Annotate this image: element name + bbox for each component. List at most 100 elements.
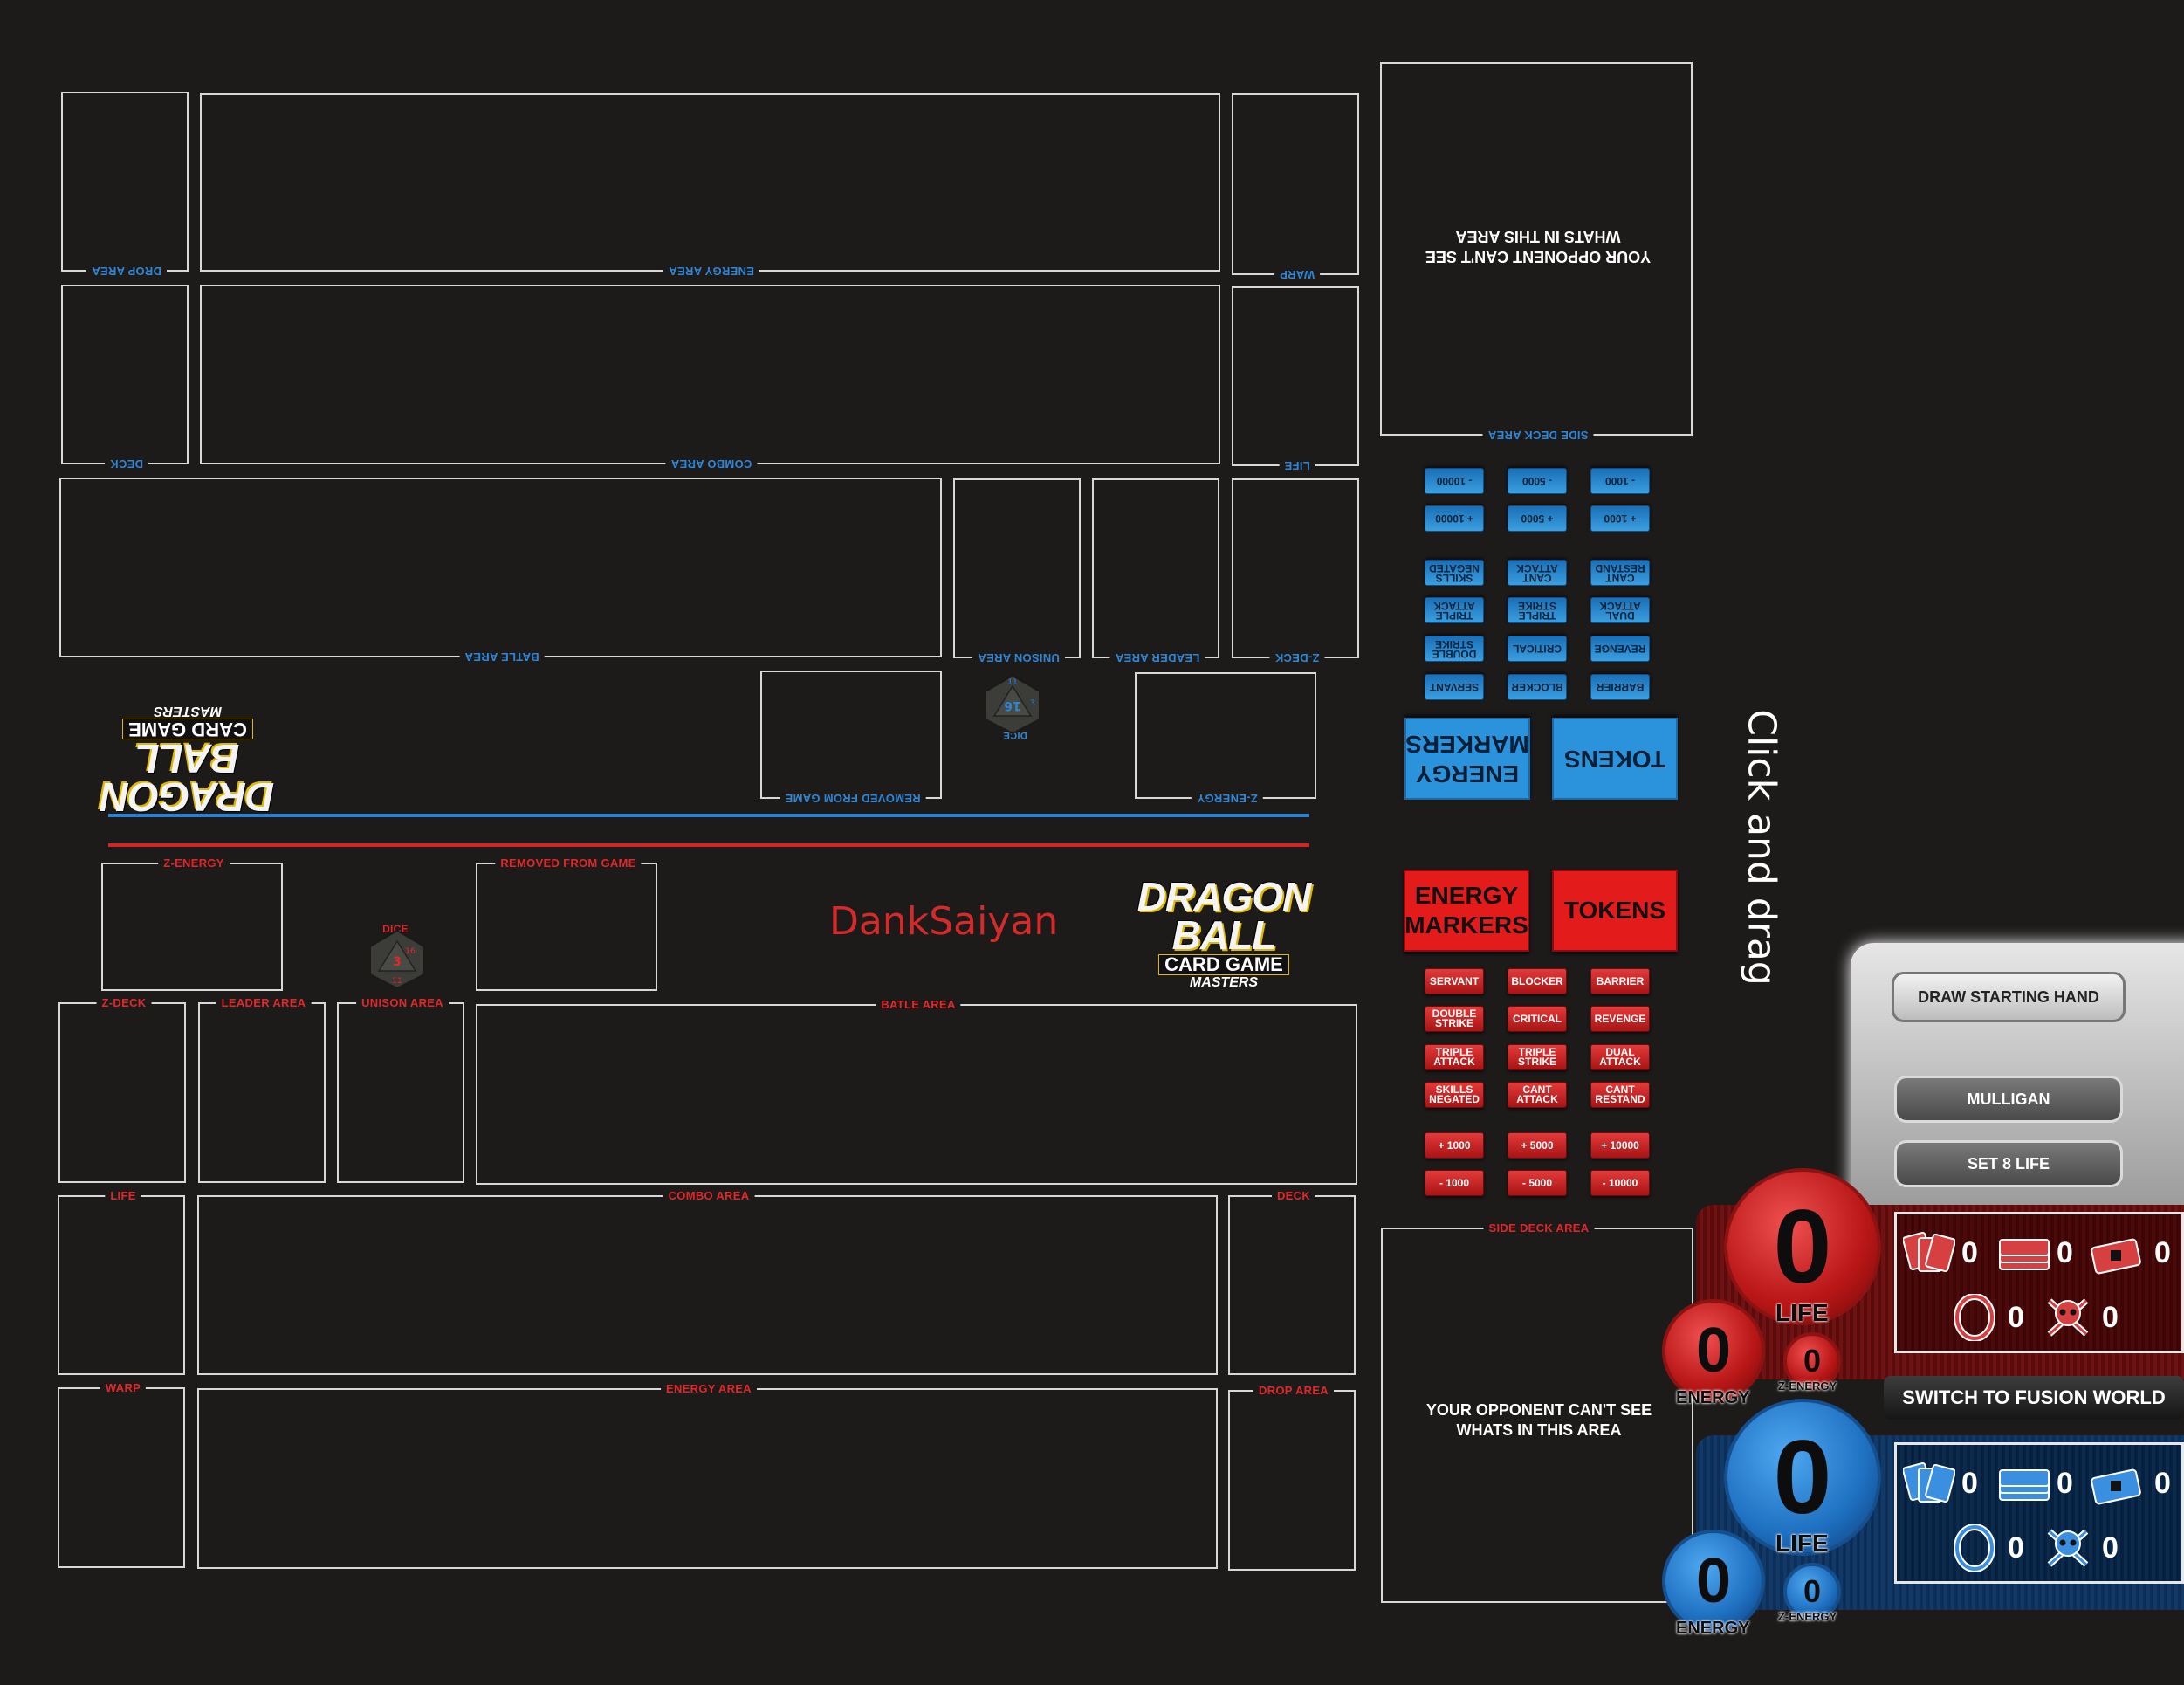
opp-marker-minus-10000[interactable]: - 10000 — [1425, 468, 1484, 494]
opp-marker-minus-1000[interactable]: - 1000 — [1590, 468, 1650, 494]
opp-tokens-button[interactable]: TOKENS — [1552, 718, 1678, 800]
player-marker-dual-attack[interactable]: DUAL ATTACK — [1590, 1044, 1650, 1070]
player-hidden-note: YOUR OPPONENT CAN'T SEE WHATS IN THIS AR… — [1425, 1401, 1652, 1439]
opp-marker-critical[interactable]: CRITICAL — [1508, 636, 1567, 662]
opp-removed-from-game-label: REMOVED FROM GAME — [780, 792, 926, 805]
player-tokens-button[interactable]: TOKENS — [1552, 870, 1678, 952]
player-side-deck-label: SIDE DECK AREA — [1483, 1222, 1595, 1235]
set-8-life-button[interactable]: SET 8 LIFE — [1894, 1140, 2123, 1187]
player-life[interactable]: LIFE — [58, 1190, 185, 1375]
player-z-energy[interactable]: Z-ENERGY — [101, 857, 283, 991]
blue-energy-counter[interactable]: 0 — [1662, 1530, 1765, 1633]
player-dice-area[interactable]: DICE — [367, 923, 424, 991]
d20-dice-icon[interactable]: 3 16 11 — [367, 929, 428, 990]
player-marker-skills-negated[interactable]: SKILLS NEGATED — [1425, 1082, 1484, 1108]
blue-z-energy-counter[interactable]: 0 — [1783, 1563, 1841, 1620]
player-marker-servant[interactable]: SERVANT — [1425, 968, 1484, 994]
opp-marker-dual-attack[interactable]: DUAL ATTACK — [1590, 597, 1650, 623]
draw-starting-hand-button[interactable]: DRAW STARTING HAND — [1892, 972, 2126, 1022]
opp-removed-from-game[interactable]: REMOVED FROM GAME — [760, 671, 942, 805]
player-removed-from-game-label: REMOVED FROM GAME — [495, 857, 642, 870]
player-marker-blocker[interactable]: BLOCKER — [1508, 968, 1567, 994]
opp-energy-markers-button[interactable]: ENERGY MARKERS — [1404, 718, 1530, 800]
deck-icon — [1999, 1469, 2050, 1501]
skull-icon — [2047, 1529, 2089, 1567]
red-life-label: LIFE — [1775, 1299, 1829, 1326]
opp-marker-triple-attack[interactable]: TRIPLE ATTACK — [1425, 597, 1484, 623]
opp-drop-area[interactable]: DROP AREA — [61, 92, 189, 278]
red-energy-counter[interactable]: 0 — [1662, 1299, 1765, 1402]
player-combo-area[interactable]: COMBO AREA — [197, 1190, 1218, 1375]
opp-life[interactable]: LIFE — [1232, 286, 1359, 472]
player-unison-area[interactable]: UNISON AREA — [337, 997, 464, 1183]
opp-side-deck-label: SIDE DECK AREA — [1482, 429, 1594, 442]
opp-deck[interactable]: DECK — [61, 285, 189, 471]
blue-drop-count: 0 — [2102, 1531, 2119, 1565]
opp-marker-minus-5000[interactable]: - 5000 — [1508, 468, 1567, 494]
opp-marker-triple-strike[interactable]: TRIPLE STRIKE — [1508, 597, 1567, 623]
player-marker-minus-10000[interactable]: - 10000 — [1590, 1170, 1650, 1196]
opp-marker-plus-10000[interactable]: + 10000 — [1425, 506, 1484, 532]
player-marker-minus-1000[interactable]: - 1000 — [1425, 1170, 1484, 1196]
player-marker-cant-restand[interactable]: CANT RESTAND — [1590, 1082, 1650, 1108]
player-deck[interactable]: DECK — [1228, 1190, 1356, 1375]
player-drop-area-label: DROP AREA — [1253, 1385, 1334, 1397]
blue-life-counter[interactable]: 0 — [1724, 1399, 1881, 1556]
opp-leader-area[interactable]: LEADER AREA — [1092, 478, 1219, 664]
player-marker-plus-10000[interactable]: + 10000 — [1590, 1132, 1650, 1159]
player-energy-area[interactable]: ENERGY AREA — [197, 1383, 1218, 1569]
player-life-label: LIFE — [105, 1190, 141, 1202]
ring-icon — [1954, 1294, 1995, 1341]
player-marker-critical[interactable]: CRITICAL — [1508, 1006, 1567, 1032]
player-z-deck-label: Z-DECK — [96, 997, 152, 1009]
player-marker-revenge[interactable]: REVENGE — [1590, 1006, 1650, 1032]
red-energy-label: ENERGY — [1676, 1388, 1750, 1407]
switch-fusion-world-button[interactable]: SWITCH TO FUSION WORLD — [1884, 1376, 2184, 1420]
player-drop-area[interactable]: DROP AREA — [1228, 1385, 1356, 1571]
player-removed-from-game[interactable]: REMOVED FROM GAME — [476, 857, 657, 991]
opp-warp[interactable]: WARP — [1232, 93, 1359, 281]
opp-marker-revenge[interactable]: REVENGE — [1590, 636, 1650, 662]
opp-marker-double-strike[interactable]: DOUBLE STRIKE — [1425, 636, 1484, 662]
opp-energy-area[interactable]: ENERGY AREA — [200, 93, 1220, 278]
opp-unison-area[interactable]: UNISON AREA — [953, 478, 1081, 664]
red-z-energy-label: Z-ENERGY — [1778, 1379, 1837, 1393]
opp-marker-barrier[interactable]: BARRIER — [1590, 674, 1650, 700]
opp-marker-cant-attack[interactable]: CANT ATTACK — [1508, 560, 1567, 586]
player-marker-minus-5000[interactable]: - 5000 — [1508, 1170, 1567, 1196]
player-leader-area[interactable]: LEADER AREA — [198, 997, 326, 1183]
opp-z-deck[interactable]: Z-DECK — [1232, 478, 1359, 664]
player-z-deck[interactable]: Z-DECK — [58, 997, 186, 1183]
red-z-energy-counter[interactable]: 0 — [1783, 1332, 1841, 1390]
player-marker-triple-strike[interactable]: TRIPLE STRIKE — [1508, 1044, 1567, 1070]
d20-dice-icon[interactable]: 16 11 3 — [982, 674, 1043, 735]
opp-dice-face-side: 3 — [1030, 699, 1035, 708]
opp-side-deck-area[interactable]: SIDE DECK AREA YOUR OPPONENT CAN'T SEE W… — [1380, 62, 1693, 442]
opp-z-energy[interactable]: Z-ENERGY — [1135, 672, 1316, 805]
player-marker-triple-attack[interactable]: TRIPLE ATTACK — [1425, 1044, 1484, 1070]
player-energy-markers-button[interactable]: ENERGY MARKERS — [1404, 870, 1529, 952]
cards-icon — [1903, 1461, 1955, 1503]
red-life-counter[interactable]: 0 — [1724, 1168, 1881, 1325]
player-marker-barrier[interactable]: BARRIER — [1590, 968, 1650, 994]
opp-marker-blocker[interactable]: BLOCKER — [1508, 674, 1567, 700]
player-side-deck-area[interactable]: SIDE DECK AREA YOUR OPPONENT CAN'T SEE W… — [1381, 1222, 1693, 1603]
mulligan-button[interactable]: MULLIGAN — [1894, 1076, 2123, 1123]
player-marker-cant-attack[interactable]: CANT ATTACK — [1508, 1082, 1567, 1108]
player-dice-face: 3 — [393, 955, 402, 969]
blue-life-label: LIFE — [1775, 1530, 1829, 1557]
player-warp[interactable]: WARP — [58, 1382, 185, 1568]
opp-marker-plus-1000[interactable]: + 1000 — [1590, 506, 1650, 532]
opp-marker-plus-5000[interactable]: + 5000 — [1508, 506, 1567, 532]
player-marker-plus-5000[interactable]: + 5000 — [1508, 1132, 1567, 1159]
opp-batle-area[interactable]: BATLE AREA — [59, 478, 942, 664]
player-batle-area[interactable]: BATLE AREA — [476, 999, 1357, 1185]
player-marker-double-strike[interactable]: DOUBLE STRIKE — [1425, 1006, 1484, 1032]
opp-marker-cant-restand[interactable]: CANT RESTAND — [1590, 560, 1650, 586]
player-marker-plus-1000[interactable]: + 1000 — [1425, 1132, 1484, 1159]
opp-logo-line3: MASTERS — [153, 704, 223, 719]
opp-marker-servant[interactable]: SERVANT — [1425, 674, 1484, 700]
opp-combo-area[interactable]: COMBO AREA — [200, 285, 1220, 471]
player-dice-face-bottom: 11 — [392, 977, 402, 986]
opp-marker-skills-negated[interactable]: SKILLS NEGATED — [1425, 560, 1484, 586]
